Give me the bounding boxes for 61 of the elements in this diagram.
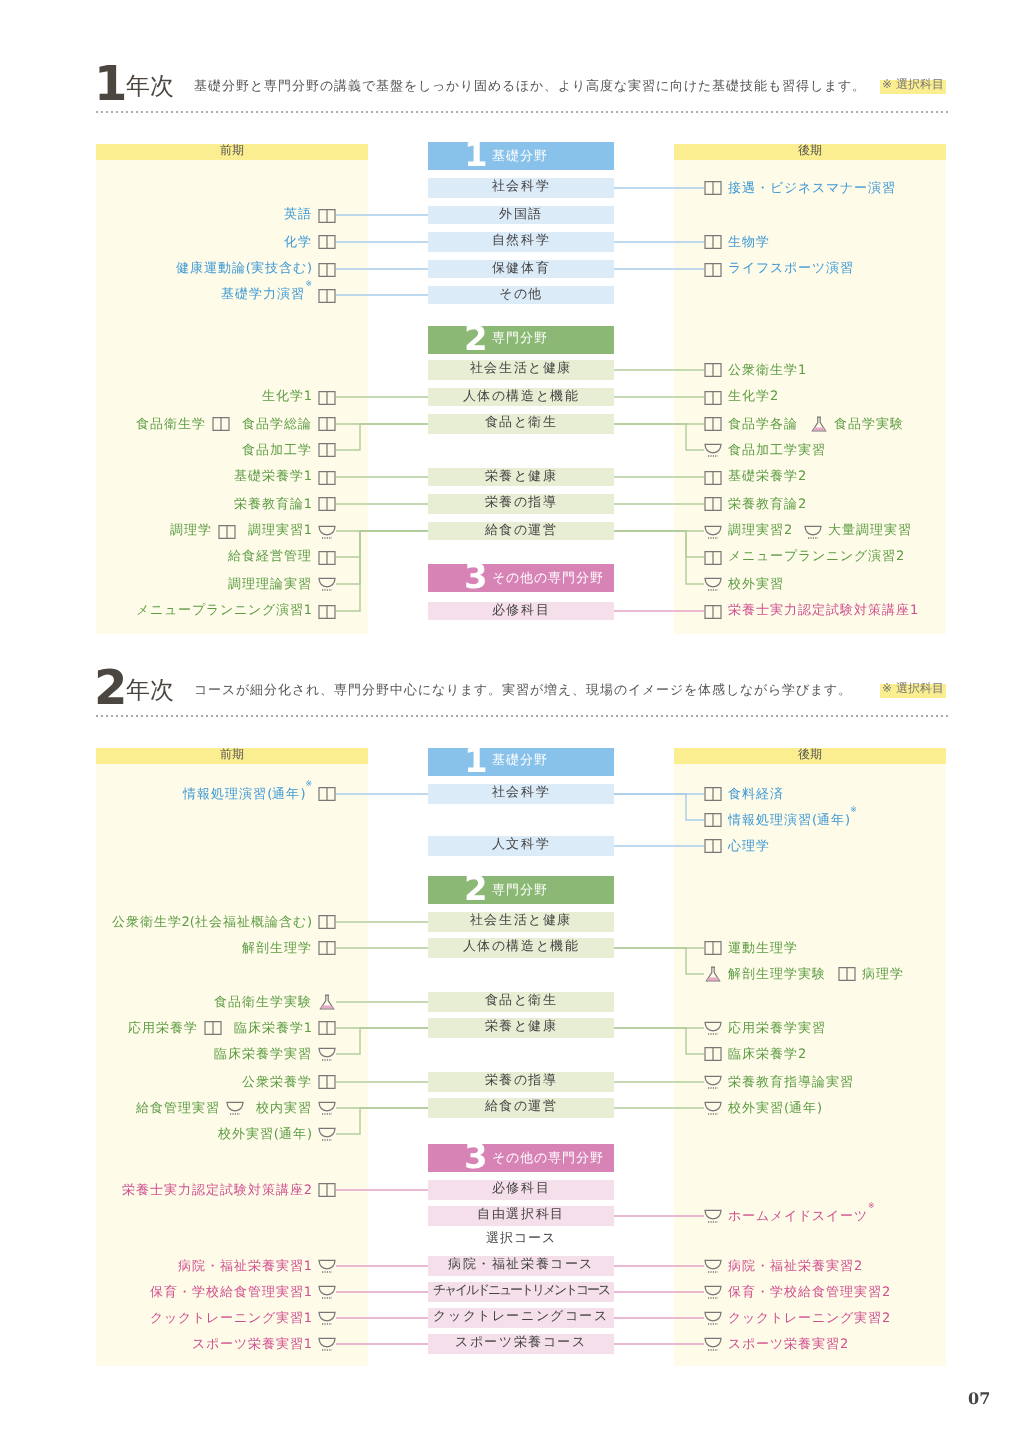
- connector-line: [335, 1081, 429, 1083]
- category-number: 2: [464, 876, 488, 904]
- connector-line: [335, 294, 429, 296]
- connector-line: [613, 1343, 705, 1345]
- connector-line: [335, 476, 429, 478]
- category-number: 3: [464, 1144, 488, 1172]
- connector-line: [335, 793, 429, 795]
- connector-line: [613, 503, 705, 505]
- connector-line: [613, 476, 705, 478]
- category-number: 2: [464, 325, 488, 353]
- year-heading: 年次: [126, 678, 174, 705]
- connector-line: [613, 1317, 705, 1319]
- connector-line: [335, 214, 429, 216]
- connector-line: [613, 610, 705, 612]
- connector-line: [335, 396, 429, 398]
- connector-line: [613, 845, 705, 847]
- connector-line: [335, 268, 429, 270]
- panel-background: [96, 748, 368, 1366]
- connector-line: [335, 1107, 429, 1135]
- year-heading: 年次: [126, 74, 174, 101]
- connector-line: [335, 921, 429, 923]
- connector-line: [335, 947, 429, 949]
- category-band: [428, 564, 614, 592]
- connector-line: [613, 1081, 705, 1083]
- connector-line: [613, 1215, 705, 1217]
- category-band: [428, 876, 614, 904]
- connector-line: [335, 241, 429, 243]
- category-band: [428, 325, 614, 353]
- connector-line: [613, 396, 705, 398]
- category-number: 1: [464, 142, 488, 170]
- connector-line: [335, 1343, 429, 1345]
- connector-line: [335, 1317, 429, 1319]
- connector-line: [613, 423, 705, 451]
- category-number: 1: [464, 747, 488, 775]
- connector-line: [613, 268, 705, 270]
- category-band: [428, 747, 614, 775]
- year-number: 1: [94, 58, 128, 111]
- connector-line: [613, 1291, 705, 1293]
- connector-line: [335, 503, 429, 505]
- connector-line: [613, 1265, 705, 1267]
- connector-line: [613, 241, 705, 243]
- connector-line: [335, 1027, 429, 1055]
- category-number: 3: [464, 564, 488, 592]
- connector-line: [613, 187, 705, 189]
- connector-line: [613, 793, 705, 821]
- connector-line: [335, 1189, 429, 1191]
- connector-line: [613, 369, 705, 371]
- panel-background: [674, 144, 946, 634]
- connector-line: [613, 947, 705, 975]
- connector-line: [335, 1001, 429, 1003]
- connector-line: [335, 423, 429, 451]
- connector-line: [613, 1107, 705, 1109]
- category-band: [428, 1144, 614, 1172]
- panel-background: [96, 144, 368, 634]
- category-band: [428, 142, 614, 170]
- connector-line: [613, 1027, 705, 1055]
- panel-background: [674, 748, 946, 1366]
- page-number: 07: [968, 1390, 991, 1408]
- connector-line: [335, 1265, 429, 1267]
- year-number: 2: [94, 662, 128, 715]
- connector-line: [335, 1291, 429, 1293]
